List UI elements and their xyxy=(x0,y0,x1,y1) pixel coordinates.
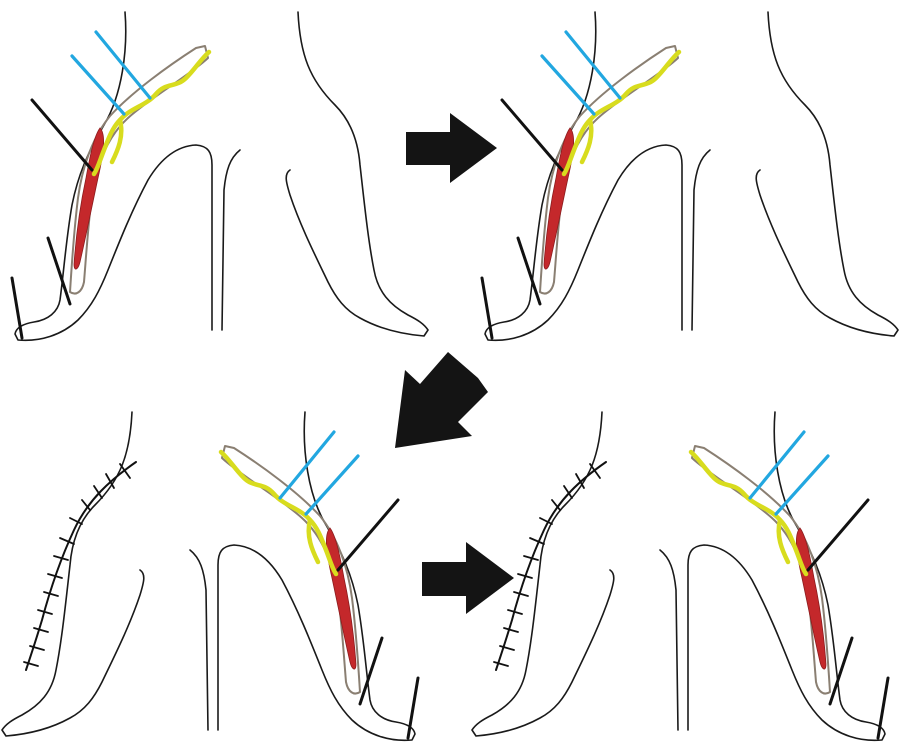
operated-leg-anatomy xyxy=(691,432,888,738)
right-arrow-icon xyxy=(422,542,514,614)
down-left-arrow-icon xyxy=(395,352,488,448)
operated-leg-anatomy xyxy=(482,32,679,338)
panel-a xyxy=(12,12,428,340)
suture-line xyxy=(24,462,136,670)
panel-d xyxy=(472,412,888,740)
panel-b xyxy=(482,12,898,340)
operated-leg-anatomy xyxy=(221,432,418,738)
operated-leg-anatomy xyxy=(12,32,209,338)
suture-line xyxy=(494,462,606,670)
panel-c xyxy=(2,412,418,740)
right-arrow-icon xyxy=(406,113,497,183)
